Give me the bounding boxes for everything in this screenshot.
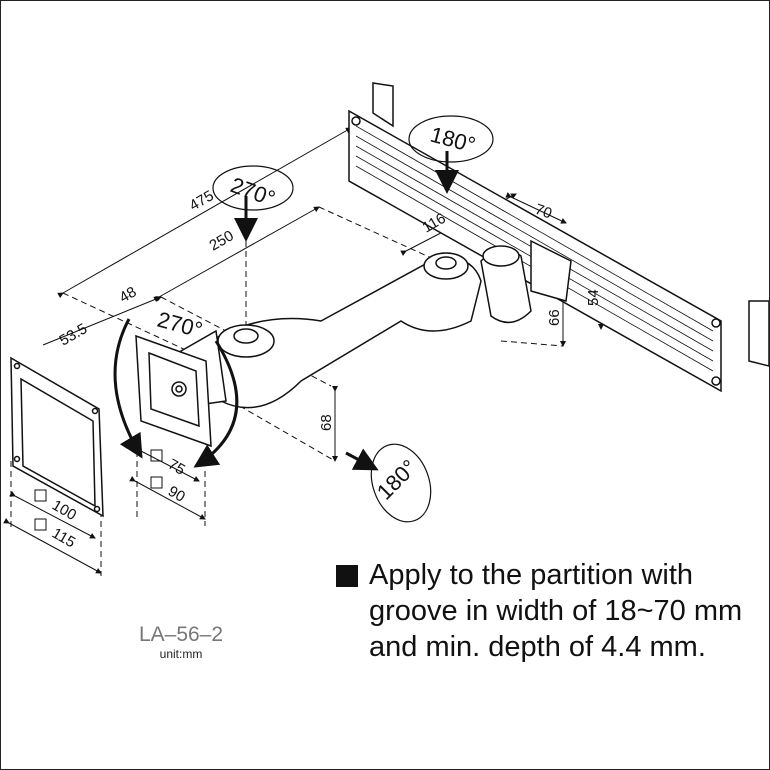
model-caption: LA–56–2 unit:mm	[121, 623, 241, 661]
vesa-label-90: 90	[165, 483, 188, 506]
dim-label-68: 68	[318, 414, 335, 431]
arrow-arm	[345, 448, 379, 471]
dim-line-75	[131, 444, 200, 482]
partition-rail	[348, 82, 769, 393]
dim-label-54: 54	[585, 289, 602, 306]
tilt-arrow-right	[193, 340, 239, 468]
vesa-label-75: 75	[165, 456, 188, 479]
monitor-arm	[180, 239, 572, 409]
note-line-1: Apply to the partition with	[369, 559, 694, 591]
swivel-circle-top	[212, 165, 294, 211]
note-line-2: groove in width of 18~70 mm	[369, 595, 743, 627]
rotation-label-arm: 180°	[372, 455, 422, 505]
rotation-label-top: 270°	[227, 172, 278, 211]
vesa-head-plate	[135, 334, 212, 448]
bullet-square-icon	[336, 565, 358, 587]
installation-note: Apply to the partition with groove in wi…	[336, 557, 742, 665]
square-icon-90	[150, 476, 163, 489]
dim-label-475: 475	[187, 187, 217, 214]
rotation-label-tilt: 270°	[155, 307, 205, 343]
vesa-adapter-plate	[10, 356, 104, 518]
dim-line-250	[153, 206, 320, 303]
rotation-label-rail: 180°	[428, 122, 478, 158]
tilt-arrow-left	[113, 318, 143, 459]
dim-label-53-5: 53.5	[57, 320, 91, 349]
dim-line-70	[505, 192, 567, 224]
dim-line-90	[129, 475, 206, 520]
dim-line-115	[3, 517, 102, 574]
dim-label-66: 66	[546, 309, 563, 326]
swivel-circle-rail	[408, 115, 494, 163]
dim-label-250: 250	[207, 227, 237, 254]
unit-label: unit:mm	[159, 647, 203, 661]
note-line-3: and min. depth of 4.4 mm.	[369, 631, 706, 663]
dim-line-53-5	[42, 296, 162, 346]
dim-line-475	[57, 127, 352, 299]
square-icon-115	[34, 518, 47, 531]
model-number: LA–56–2	[138, 623, 224, 646]
swivel-circle-arm	[370, 443, 432, 523]
dim-label-48: 48	[117, 283, 140, 306]
square-icon-100	[34, 489, 47, 502]
square-icon-75	[150, 449, 163, 462]
dim-label-70: 70	[533, 201, 554, 223]
